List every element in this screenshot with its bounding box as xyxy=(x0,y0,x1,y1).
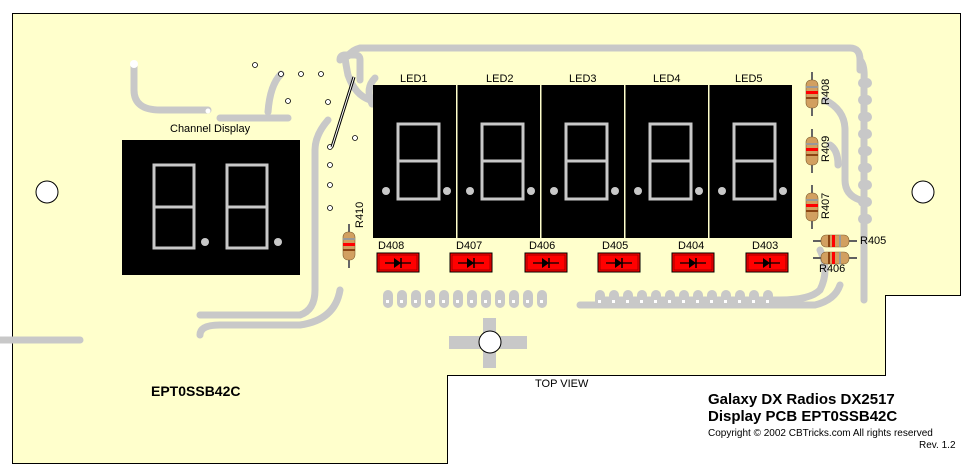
channel-display-label: Channel Display xyxy=(170,123,251,135)
diode-d408 xyxy=(376,252,420,273)
resistor-r408 xyxy=(805,72,819,116)
diode-d404 xyxy=(671,252,715,273)
resistor-r410-label: R410 xyxy=(354,201,366,228)
led1-label: LED1 xyxy=(400,73,428,85)
led-display-4 xyxy=(624,85,708,238)
led5-label: LED5 xyxy=(735,73,763,85)
title-line-1: Galaxy DX Radios DX2517 xyxy=(708,391,895,408)
diode-d406-label: D406 xyxy=(529,240,556,252)
resistor-r408-label: R408 xyxy=(820,78,832,105)
led-display-1 xyxy=(373,85,456,238)
diode-d403-label: D403 xyxy=(752,240,779,252)
led2-label: LED2 xyxy=(486,73,514,85)
jumper-wire xyxy=(330,76,356,148)
resistor-r410 xyxy=(342,224,356,268)
diode-group xyxy=(376,252,789,273)
diode-d407-label: D407 xyxy=(456,240,483,252)
board-part-number: EPT0SSB42C xyxy=(151,383,241,399)
resistor-r406-label: R406 xyxy=(819,263,846,275)
led-display-3 xyxy=(540,85,624,238)
channel-display xyxy=(122,140,300,275)
diode-d404-label: D404 xyxy=(678,240,705,252)
resistor-r407-label: R407 xyxy=(820,192,832,219)
diode-d408-label: D408 xyxy=(378,240,405,252)
connector-pads-bottom xyxy=(383,290,773,308)
led4-label: LED4 xyxy=(653,73,681,85)
diode-d407 xyxy=(449,252,493,273)
diode-d405-label: D405 xyxy=(602,240,629,252)
revision-text: Rev. 1.2 xyxy=(919,440,956,451)
connector-pads-right xyxy=(858,78,872,224)
resistor-r407 xyxy=(805,185,819,229)
mounting-hole-center xyxy=(449,318,527,368)
led-display-group xyxy=(373,85,792,238)
mounting-hole-right xyxy=(911,180,935,204)
resistor-r406 xyxy=(813,251,857,265)
led3-label: LED3 xyxy=(569,73,597,85)
resistor-r405-label: R405 xyxy=(860,235,887,247)
mounting-hole-left xyxy=(35,180,59,204)
resistor-group xyxy=(342,72,857,268)
title-line-2: Display PCB EPT0SSB42C xyxy=(708,408,898,425)
resistor-r405 xyxy=(813,234,857,248)
top-view-label: TOP VIEW xyxy=(535,378,589,390)
diode-d406 xyxy=(524,252,568,273)
resistor-r409 xyxy=(805,129,819,173)
led-display-2 xyxy=(456,85,540,238)
copyright-text: Copyright © 2002 CBTricks.com All rights… xyxy=(708,428,933,439)
diode-d405 xyxy=(597,252,641,273)
diode-d403 xyxy=(745,252,789,273)
led-display-5 xyxy=(708,85,792,238)
resistor-r409-label: R409 xyxy=(820,135,832,162)
